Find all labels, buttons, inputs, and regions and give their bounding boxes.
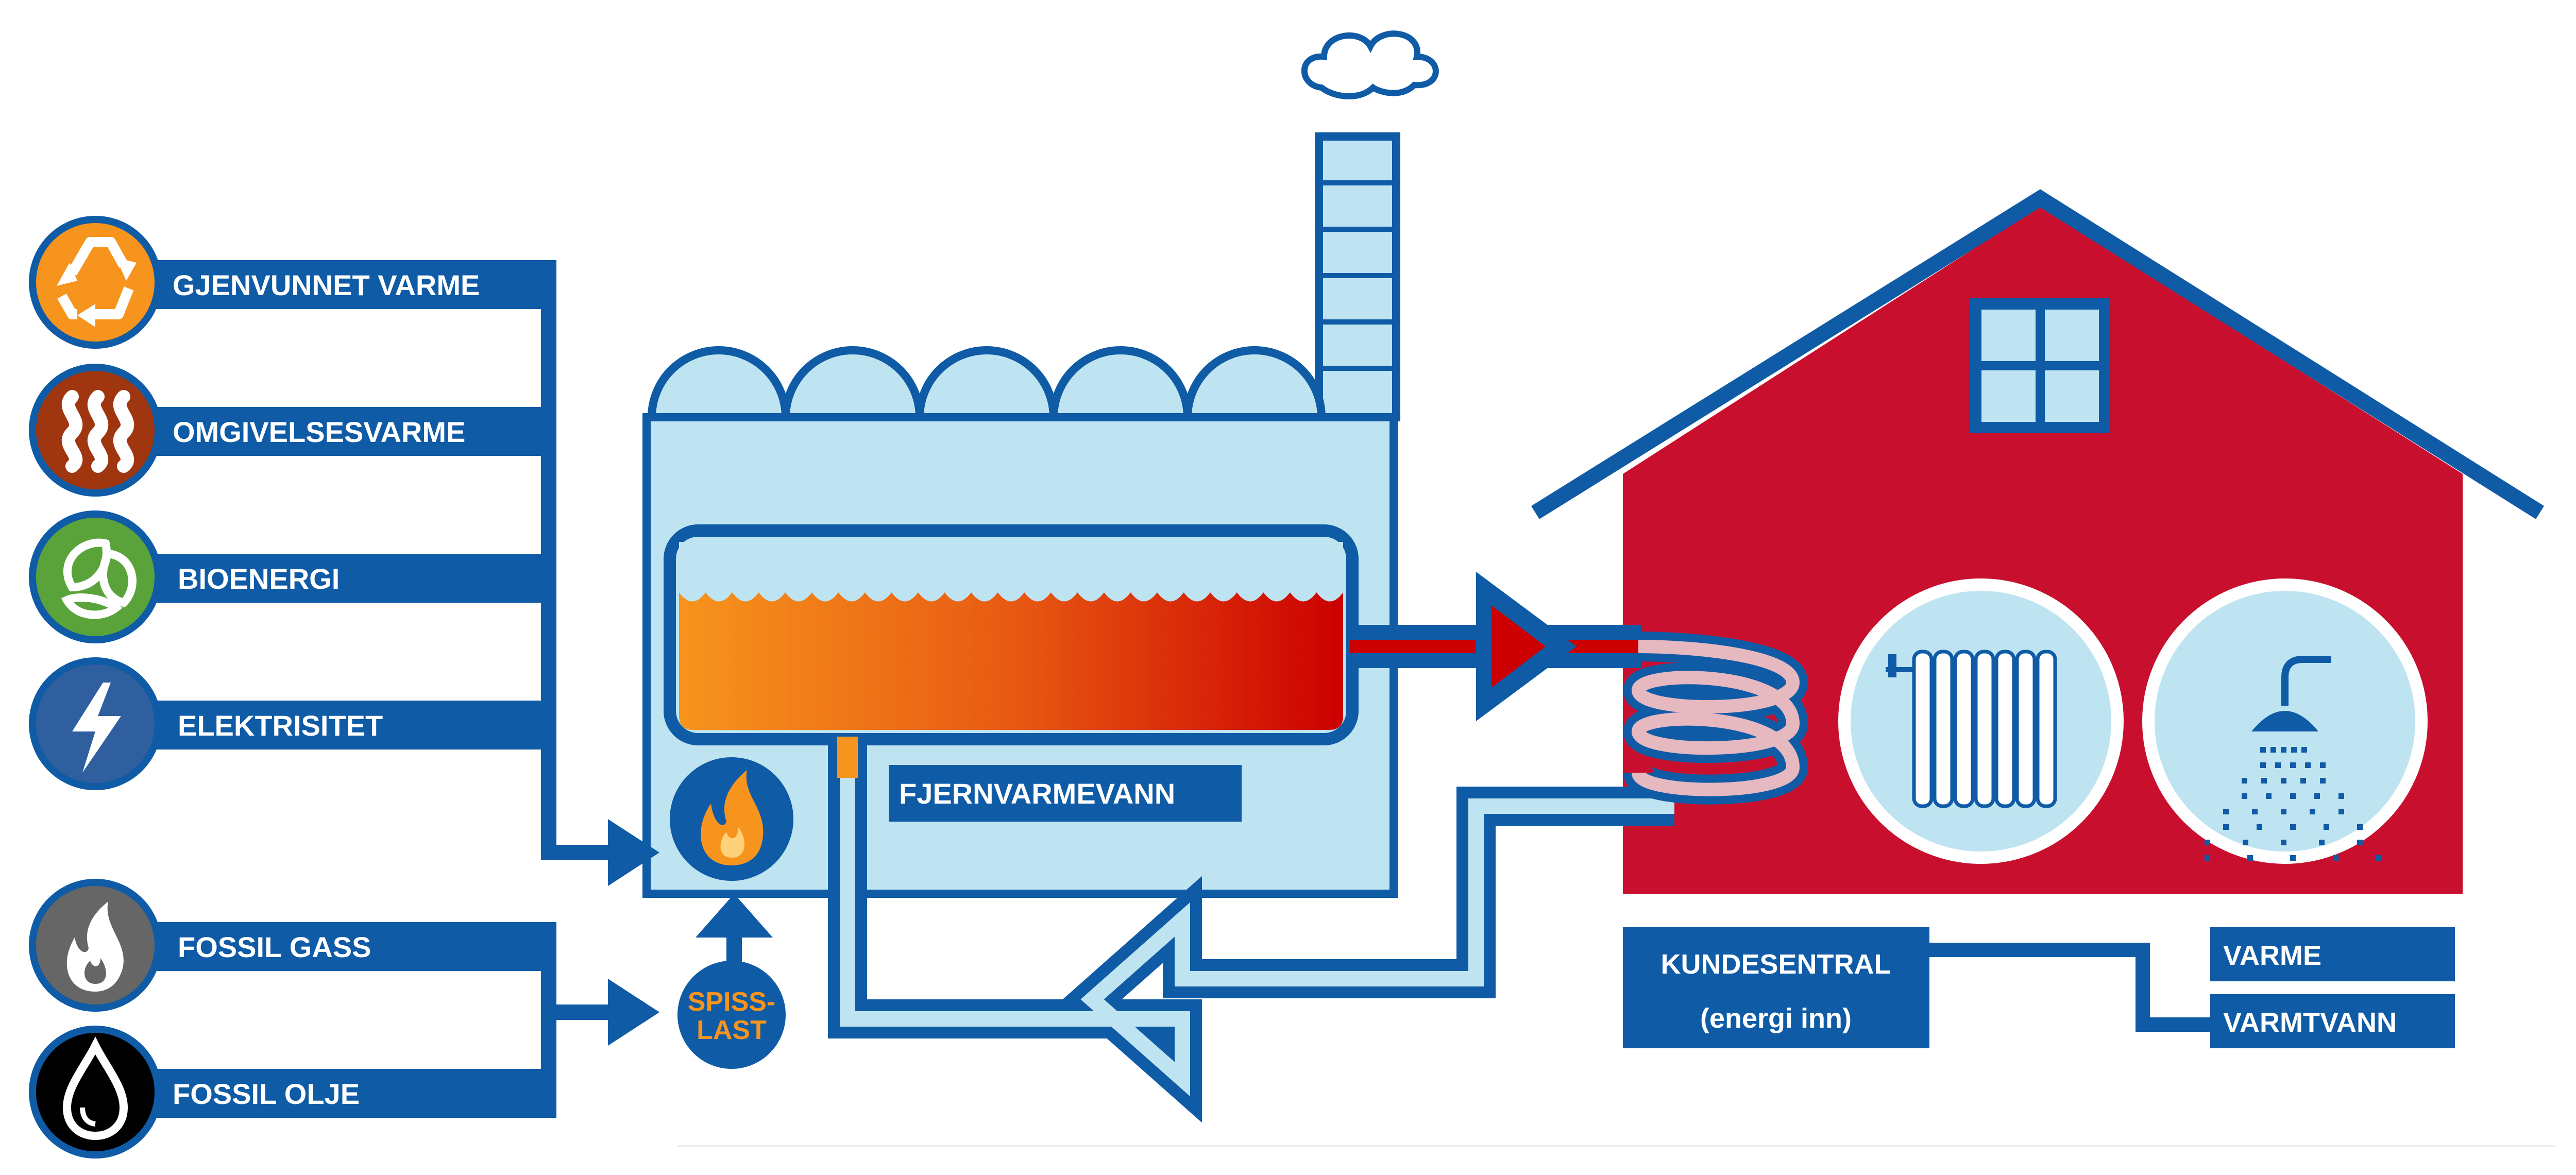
water-drop — [2270, 747, 2276, 753]
water-drop — [2300, 778, 2306, 784]
house — [1531, 189, 2544, 894]
water-drop — [2247, 855, 2253, 861]
output-heat-label: VARME — [2223, 940, 2321, 971]
peak-load-label-line2: LAST — [697, 1015, 767, 1045]
customer-central: KUNDESENTRAL (energi inn) VARME VARMTVAN… — [1623, 927, 2455, 1048]
water-drop — [2301, 747, 2307, 753]
water-drop — [2281, 747, 2286, 753]
water-drop — [2257, 824, 2262, 830]
source-label: GJENVUNNET VARME — [173, 269, 480, 301]
water-drop — [2281, 840, 2286, 845]
water-drop — [2324, 824, 2329, 830]
source-label: ELEKTRISITET — [178, 709, 383, 742]
chimney — [1315, 132, 1400, 421]
water-drop — [2242, 778, 2247, 784]
water-drop — [2305, 762, 2311, 768]
bio-leaf-icon — [29, 510, 162, 643]
oil-drop-icon — [29, 1026, 162, 1159]
water-drop — [2310, 809, 2315, 814]
water-drop — [2205, 840, 2210, 845]
output-hot-water-label: VARMTVANN — [2223, 1007, 2397, 1038]
flame-icon — [670, 757, 793, 881]
renewable-sources: GJENVUNNET VARME OMGIVELSESVARME BIOENER… — [29, 216, 556, 790]
water-drop — [2266, 793, 2272, 799]
water-drop — [2275, 762, 2281, 768]
water-drop — [2314, 793, 2320, 799]
water-drop — [2357, 840, 2363, 845]
water-drop — [2319, 840, 2325, 845]
hot-water-tank — [664, 524, 1359, 745]
fossil-source-label: FOSSIL OLJE — [173, 1078, 360, 1110]
heat-waves-icon — [29, 364, 162, 497]
water-drop — [2376, 855, 2381, 861]
source-label: BIOENERGI — [178, 563, 340, 595]
water-drop — [2242, 793, 2247, 799]
water-drop — [2223, 824, 2229, 830]
supply-pipe — [1350, 572, 1641, 721]
customer-central-label: KUNDESENTRAL — [1660, 949, 1891, 980]
water-drop — [2260, 747, 2266, 753]
heating-plant: FJERNVARMEVANN — [642, 30, 1439, 898]
sawtooth-roof — [647, 346, 1326, 421]
water-drop — [2281, 778, 2286, 784]
water-drop — [2223, 809, 2229, 814]
water-drop — [2281, 809, 2286, 814]
water-drop — [2290, 824, 2296, 830]
water-drop — [2260, 762, 2266, 768]
heat-exchanger-coil — [1623, 632, 1808, 805]
water-drop — [2290, 793, 2296, 799]
district-heating-water-label: FJERNVARMEVANN — [899, 777, 1175, 810]
house-window — [1970, 298, 2110, 433]
water-drop — [2261, 778, 2267, 784]
water-drop — [2290, 762, 2296, 768]
water-drop — [2320, 762, 2326, 768]
water-drop — [2290, 855, 2296, 861]
customer-central-sublabel: (energi inn) — [1700, 1003, 1852, 1034]
shower-icon — [2142, 578, 2428, 864]
water-drop — [2291, 747, 2297, 753]
water-drop — [2338, 809, 2344, 814]
fossil-source-label: FOSSIL GASS — [178, 931, 371, 963]
fossil-sources: FOSSIL GASS FOSSIL OLJE — [29, 879, 556, 1159]
peak-load-label-line1: SPISS- — [688, 987, 776, 1017]
lightning-icon — [29, 657, 162, 790]
house-roof — [1531, 189, 2544, 519]
radiator-icon — [1838, 578, 2124, 864]
water-drop — [2205, 855, 2210, 861]
source-label: OMGIVELSESVARME — [173, 416, 465, 448]
smoke-cloud — [1301, 30, 1439, 99]
water-drop — [2243, 840, 2248, 845]
water-drop — [2320, 778, 2326, 784]
water-drop — [2252, 809, 2258, 814]
water-drop — [2333, 855, 2338, 861]
return-pipe — [828, 737, 1674, 1123]
peak-load-circle: SPISS- LAST — [677, 961, 786, 1069]
water-drop — [2357, 824, 2363, 830]
gas-flame-icon — [29, 879, 162, 1012]
recycle-icon — [29, 216, 162, 349]
water-drop — [2338, 793, 2344, 799]
